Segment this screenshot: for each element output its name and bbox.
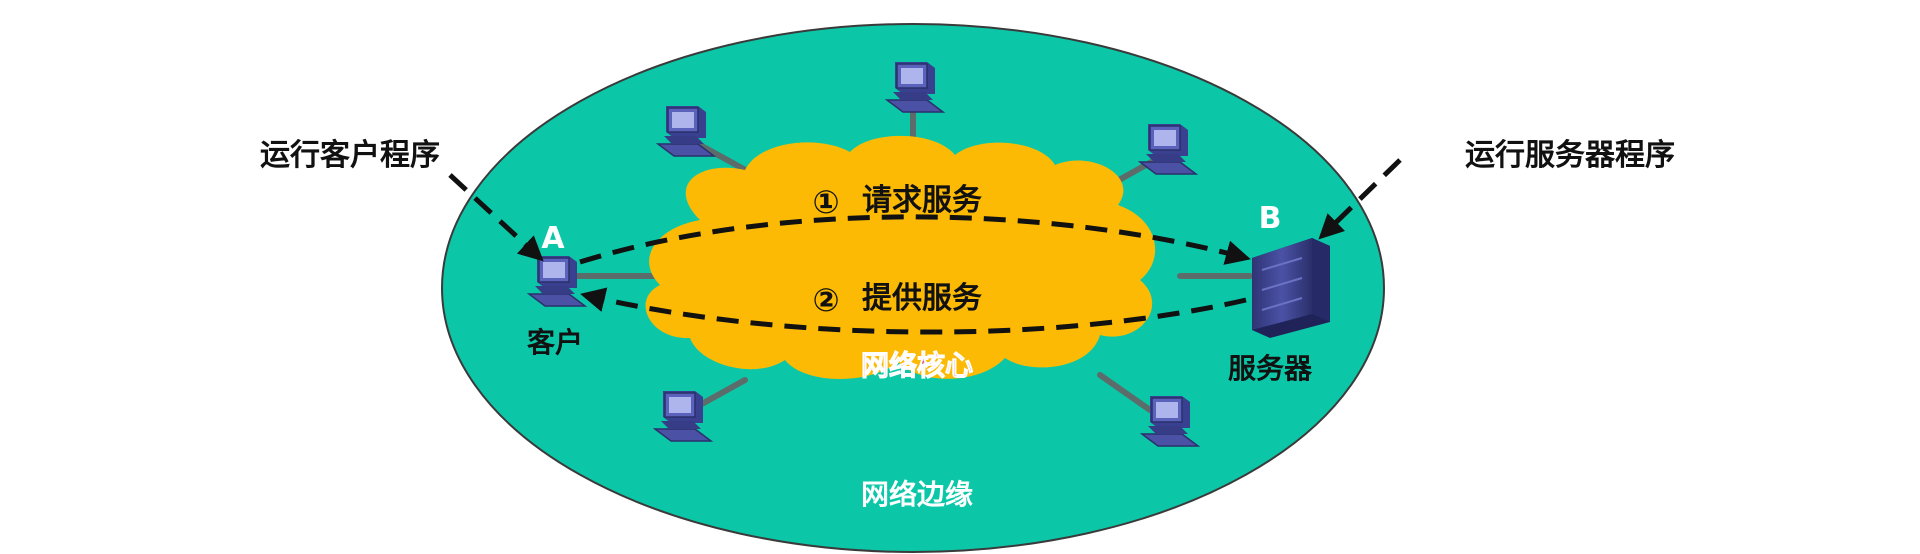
server-program-label: 运行服务器程序 bbox=[1465, 138, 1675, 173]
host-b-label: B bbox=[1259, 201, 1282, 236]
server-label: 服务器 bbox=[1228, 352, 1313, 385]
provide-step-number: ② bbox=[812, 281, 839, 319]
server-icon bbox=[1252, 238, 1330, 338]
request-arrow bbox=[579, 214, 1251, 265]
client-label: 客户 bbox=[527, 326, 583, 359]
request-label: 请求服务 bbox=[862, 183, 982, 218]
client-program-label: 运行客户程序 bbox=[260, 138, 440, 173]
client-program-pointer bbox=[448, 173, 544, 262]
response-arrow bbox=[580, 287, 1247, 335]
network-core-cloud bbox=[645, 135, 1156, 380]
server-program-pointer bbox=[1318, 158, 1402, 240]
provide-label: 提供服务 bbox=[862, 281, 982, 316]
network-edge-label: 网络边缘 bbox=[861, 478, 973, 511]
host-a-label: A bbox=[541, 221, 565, 256]
request-step-number: ① bbox=[812, 183, 839, 221]
network-core-label: 网络核心 bbox=[861, 349, 973, 382]
